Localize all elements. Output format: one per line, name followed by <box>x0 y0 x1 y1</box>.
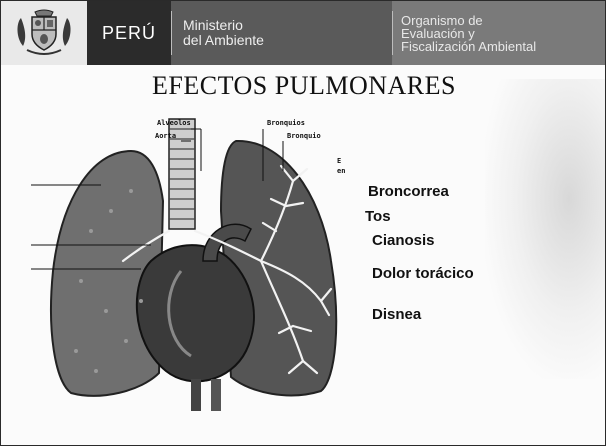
lung-illustration: Alveolos Aorta Bronquios Bronquio E en <box>31 111 351 411</box>
symptom-dolor-toracico: Dolor torácico <box>372 265 474 282</box>
label-en: en <box>337 167 345 175</box>
label-alveolos: Alveolos <box>157 119 191 127</box>
lung-anatomy-icon: Alveolos Aorta Bronquios Bronquio E en <box>31 111 351 411</box>
background-shade <box>485 79 605 379</box>
label-e: E <box>337 157 341 165</box>
agency-line-3: Fiscalización Ambiental <box>401 40 536 53</box>
agency-line-1: Organismo de <box>401 14 536 27</box>
crest-panel <box>1 1 87 65</box>
slide-title: EFECTOS PULMONARES <box>1 71 606 101</box>
symptom-cianosis: Cianosis <box>372 232 435 249</box>
symptom-disnea: Disnea <box>372 306 421 323</box>
country-label: PERÚ <box>87 1 171 65</box>
label-bronquio: Bronquio <box>287 132 321 140</box>
institutional-header: PERÚ Ministerio del Ambiente Organismo d… <box>1 1 606 65</box>
label-aorta: Aorta <box>155 132 176 140</box>
symptom-tos: Tos <box>365 208 391 225</box>
agency-line-2: Evaluación y <box>401 27 536 40</box>
symptom-broncorrea: Broncorrea <box>368 183 449 200</box>
label-bronquios: Bronquios <box>267 119 305 127</box>
ministry-line-1: Ministerio <box>183 18 264 33</box>
ministry-name: Ministerio del Ambiente <box>171 1 392 65</box>
agency-name: Organismo de Evaluación y Fiscalización … <box>392 1 606 65</box>
peru-coat-of-arms-icon <box>13 8 75 58</box>
ministry-line-2: del Ambiente <box>183 33 264 48</box>
